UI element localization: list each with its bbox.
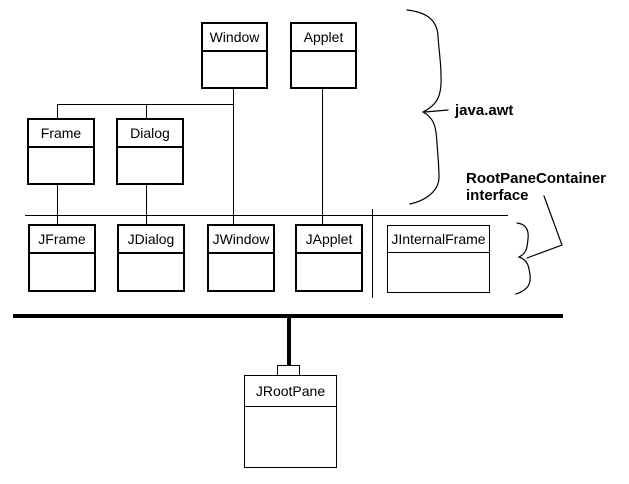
rootpanecontainer-label: RootPaneContainer interface	[466, 170, 606, 204]
jrootpane-stem-line	[287, 318, 291, 365]
class-box-jinternalframe: JInternalFrame	[387, 225, 490, 293]
frame-parent-stub-line	[57, 104, 58, 118]
class-box-jrootpane: JRootPane	[244, 375, 337, 468]
class-label-jinternalframe: JInternalFrame	[388, 226, 489, 253]
class-label-jdialog: JDialog	[119, 226, 183, 254]
rootpanecontainer-label-line2: interface	[466, 187, 529, 204]
class-label-jframe: JFrame	[30, 226, 94, 254]
dialog-to-jdialog-line	[146, 185, 147, 224]
java-awt-brace	[406, 9, 442, 205]
rootpanecontainer-label-line1: RootPaneContainer	[466, 170, 607, 187]
java-awt-label: java.awt	[455, 102, 514, 119]
class-box-dialog: Dialog	[116, 118, 184, 185]
rootpane-brace	[515, 222, 531, 295]
class-box-jdialog: JDialog	[117, 224, 185, 292]
awt-branch-connector-line	[57, 104, 234, 105]
class-box-japplet: JApplet	[295, 224, 363, 292]
class-box-window: Window	[201, 22, 268, 89]
applet-to-japplet-line	[322, 89, 323, 224]
class-label-window: Window	[203, 24, 266, 52]
jinternalframe-separator-line	[372, 209, 373, 298]
class-box-jframe: JFrame	[28, 224, 96, 292]
class-label-dialog: Dialog	[118, 120, 182, 148]
rootpane-pointer-line	[526, 195, 563, 259]
class-label-jrootpane: JRootPane	[245, 376, 336, 407]
class-label-japplet: JApplet	[297, 226, 361, 254]
class-label-frame: Frame	[29, 120, 93, 148]
class-box-frame: Frame	[27, 118, 95, 185]
class-label-jwindow: JWindow	[209, 226, 273, 254]
class-box-applet: Applet	[290, 22, 357, 89]
class-box-jwindow: JWindow	[207, 224, 275, 292]
dialog-parent-stub-line	[146, 104, 147, 118]
class-label-applet: Applet	[292, 24, 355, 52]
window-to-jwindow-line	[233, 89, 234, 224]
awt-swing-boundary-line	[25, 215, 508, 216]
heavy-separator-line	[13, 314, 563, 318]
frame-to-jframe-line	[57, 185, 58, 224]
java-awt-brace-tick	[424, 109, 449, 113]
